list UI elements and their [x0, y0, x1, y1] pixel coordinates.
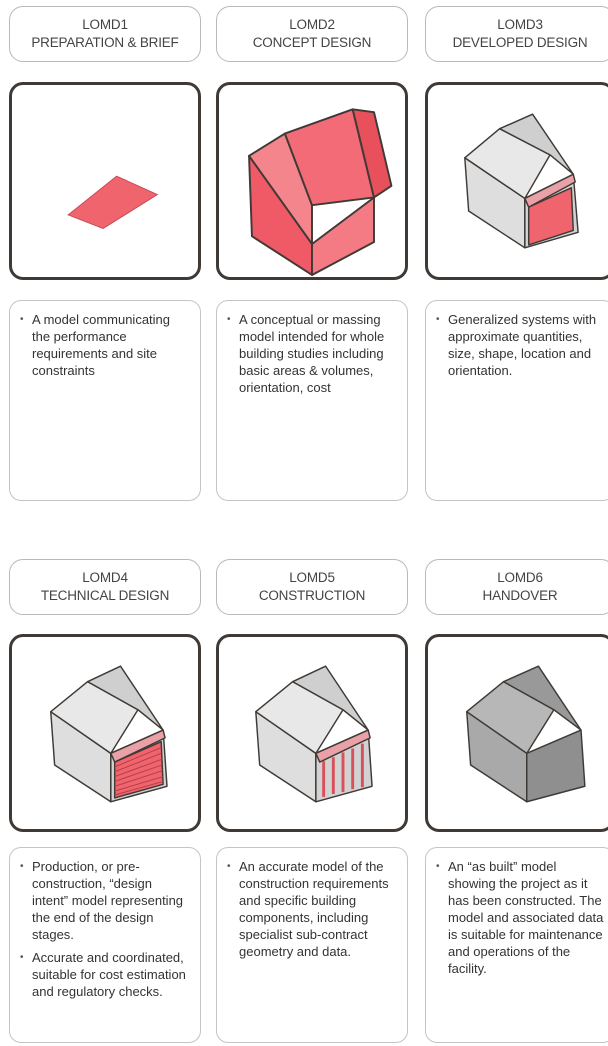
stage-title-lomd3: LOMD3 DEVELOPED DESIGN	[425, 6, 608, 62]
stage-title-lomd4: LOMD4 TECHNICAL DESIGN	[9, 559, 201, 615]
description-bullet: Generalized systems with approximate qua…	[436, 311, 604, 379]
stage-title-lomd2: LOMD2 CONCEPT DESIGN	[216, 6, 408, 62]
stage-name: DEVELOPED DESIGN	[452, 35, 588, 50]
house-technical-icon	[50, 665, 168, 803]
stage-name: CONCEPT DESIGN	[252, 35, 372, 50]
lomd2-illustration	[216, 82, 408, 280]
stage-name: HANDOVER	[482, 588, 558, 603]
stage-code: LOMD1	[82, 17, 128, 32]
description-bullet: A model communicating the performance re…	[20, 311, 190, 379]
stage-title-lomd6: LOMD6 HANDOVER	[425, 559, 608, 615]
stage-name: CONSTRUCTION	[258, 588, 366, 603]
stage-name: TECHNICAL DESIGN	[40, 588, 170, 603]
description-bullet: Production, or pre-construction, “design…	[20, 858, 190, 943]
stage-code: LOMD3	[497, 17, 543, 32]
house-construction-icon	[255, 665, 373, 803]
stage-name: PREPARATION & BRIEF	[31, 35, 179, 50]
stage-description-lomd5: An accurate model of the construction re…	[216, 847, 408, 1043]
lomd4-illustration	[9, 634, 201, 832]
stage-description-lomd4: Production, or pre-construction, “design…	[9, 847, 201, 1043]
lomd5-illustration	[216, 634, 408, 832]
stage-description-lomd2: A conceptual or massing model intended f…	[216, 300, 408, 501]
stage-code: LOMD2	[289, 17, 335, 32]
stage-code: LOMD6	[497, 570, 543, 585]
stage-title-lomd1: LOMD1 PREPARATION & BRIEF	[9, 6, 201, 62]
stage-title-lomd5: LOMD5 CONSTRUCTION	[216, 559, 408, 615]
description-bullet: A conceptual or massing model intended f…	[227, 311, 397, 396]
lomd3-illustration	[425, 82, 608, 280]
massing-house-icon	[248, 108, 393, 276]
lomd6-illustration	[425, 634, 608, 832]
house-as-built-icon	[466, 665, 586, 803]
stage-code: LOMD4	[82, 570, 128, 585]
description-bullet: An accurate model of the construction re…	[227, 858, 397, 960]
description-bullet: An “as built” model showing the project …	[436, 858, 604, 977]
site-footprint-icon	[67, 175, 159, 230]
stage-description-lomd3: Generalized systems with approximate qua…	[425, 300, 608, 501]
lomd1-illustration	[9, 82, 201, 280]
stage-code: LOMD5	[289, 570, 335, 585]
stage-description-lomd6: An “as built” model showing the project …	[425, 847, 608, 1043]
house-developed-icon	[464, 113, 579, 249]
description-bullet: Accurate and coordinated, suitable for c…	[20, 949, 190, 1000]
stage-description-lomd1: A model communicating the performance re…	[9, 300, 201, 501]
